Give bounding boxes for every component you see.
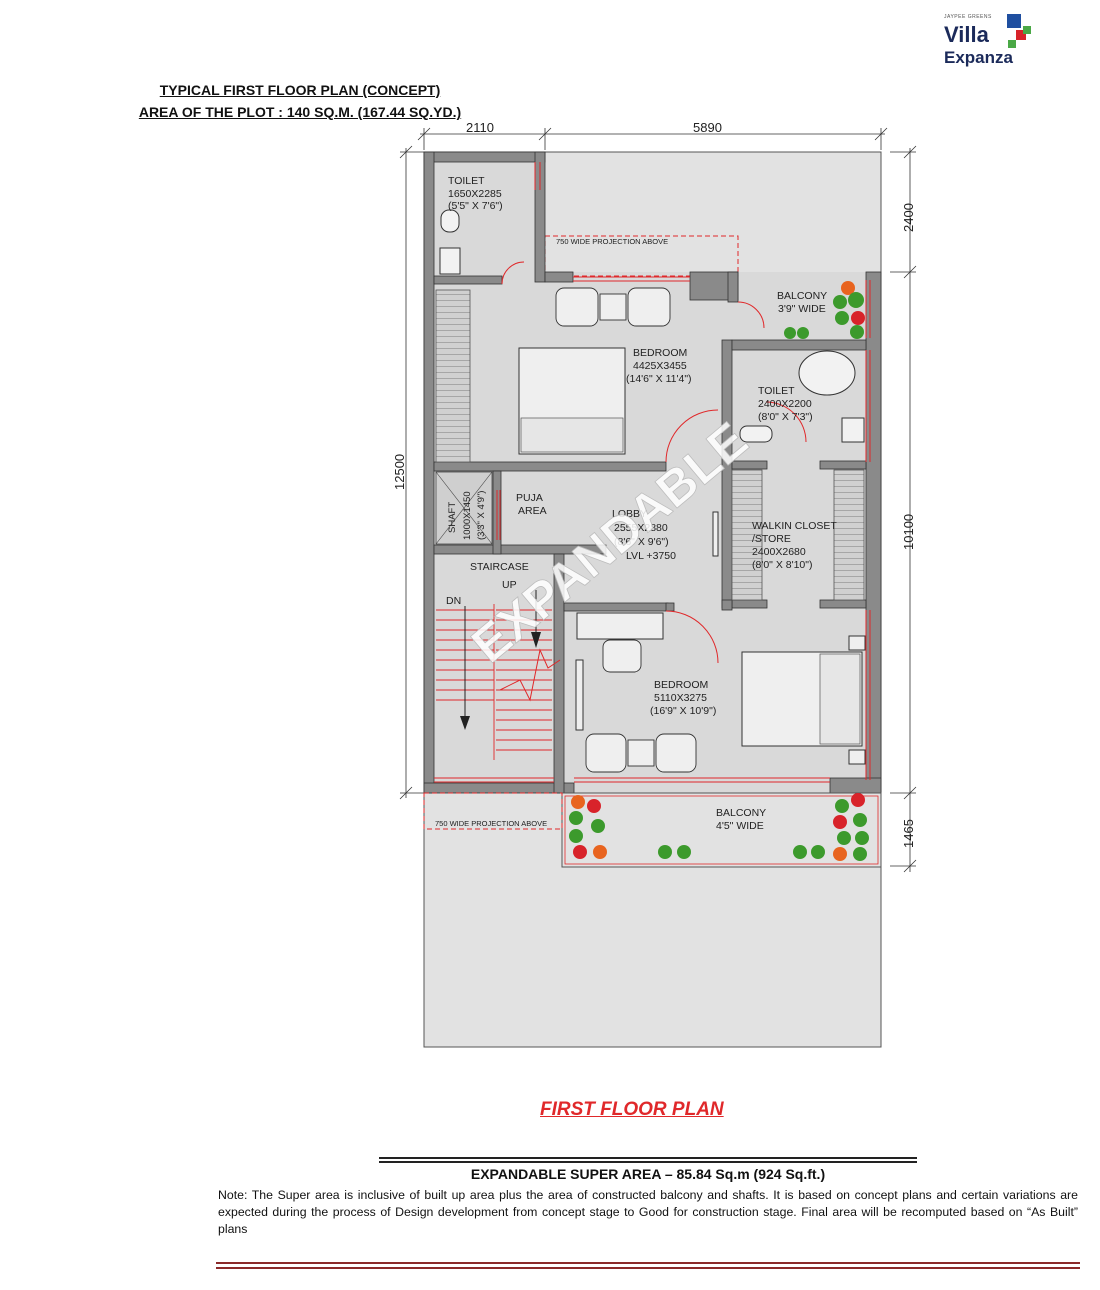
walkin-line2: /STORE xyxy=(752,533,791,545)
toilet2-name: TOILET xyxy=(758,385,795,397)
bedroom1-size: 4425X3455 xyxy=(633,360,687,372)
staircase-up: UP xyxy=(502,579,517,591)
balcony2-width: 4'5" WIDE xyxy=(716,820,764,832)
toilet1-imperial: (5'5" X 7'6") xyxy=(448,200,503,212)
bedroom2-name: BEDROOM xyxy=(654,679,708,691)
balcony1-width: 3'9" WIDE xyxy=(778,303,826,315)
walkin-imperial: (8'0" X 8'10") xyxy=(752,559,813,571)
tv-unit xyxy=(575,659,584,731)
bedroom1-imperial: (14'6" X 11'4") xyxy=(626,373,692,385)
staircase-dn: DN xyxy=(446,595,461,607)
window-lines xyxy=(434,162,871,783)
logo-tagline: JAYPEE GREENS xyxy=(944,14,992,20)
basin-toilet-1 xyxy=(439,247,461,275)
stair-break-line xyxy=(499,648,561,702)
bedroom1-name: BEDROOM xyxy=(633,347,687,359)
dim-right-top: 2400 xyxy=(901,203,916,232)
balcony2-name: BALCONY xyxy=(716,807,766,819)
logo-expanza: Expanza xyxy=(944,48,1013,67)
shaft-size: 1000X1450 xyxy=(462,491,473,540)
shaft-name: SHAFT xyxy=(447,502,458,533)
bathtub xyxy=(798,350,856,396)
toilet2-imperial: (8'0" X 7'3") xyxy=(758,411,813,423)
shaft-imperial: (3'3" X 4'9") xyxy=(476,491,487,540)
side-table-2 xyxy=(848,749,866,765)
lobby-rail xyxy=(712,511,719,557)
puja-line2: AREA xyxy=(518,505,547,517)
wardrobe-3 xyxy=(833,469,865,601)
bedroom2-imperial: (16'9" X 10'9") xyxy=(650,705,716,717)
logo-villa: Villa xyxy=(944,22,989,47)
lobby-level: LVL +3750 xyxy=(626,550,676,562)
lobby-imperial: (8'6" X 9'6") xyxy=(614,536,669,548)
projection-bottom-label: 750 WIDE PROJECTION ABOVE xyxy=(435,819,547,828)
bedroom2-chairs xyxy=(585,639,697,773)
super-area: EXPANDABLE SUPER AREA – 85.84 Sq.m (924 … xyxy=(470,1166,826,1182)
door-swings xyxy=(501,261,807,664)
wc-toilet-1 xyxy=(440,209,460,233)
divider-top-2 xyxy=(379,1161,917,1163)
dim-right-bottom: 1465 xyxy=(901,819,916,848)
dim-top-right: 5890 xyxy=(693,120,722,135)
lobby-size: 2555X2880 xyxy=(614,522,668,534)
projection-bottom xyxy=(423,792,563,830)
footer-line-2 xyxy=(216,1267,1080,1269)
dimension-left xyxy=(399,145,424,800)
wardrobe-2 xyxy=(731,469,763,601)
arrow-dn-icon xyxy=(460,716,470,730)
walkin-size: 2400X2680 xyxy=(752,546,806,558)
floor-plan-caption: FIRST FLOOR PLAN xyxy=(540,1099,724,1120)
side-table-1 xyxy=(848,635,866,651)
note-text: Note: The Super area is inclusive of bui… xyxy=(218,1188,1078,1236)
toilet1-size: 1650X2285 xyxy=(448,188,502,200)
toilet2-size: 2400X2200 xyxy=(758,398,812,410)
plants-icon xyxy=(569,281,869,861)
bedroom1-chairs xyxy=(555,287,671,327)
logo-squares-icon xyxy=(1003,14,1031,50)
floor-plan-drawing: 2110 5890 12500 2400 10100 1465 xyxy=(392,120,917,1048)
lobby-name: LOBBY xyxy=(612,508,647,520)
dim-left: 12500 xyxy=(392,454,407,490)
dresser xyxy=(576,612,664,640)
dimension-top xyxy=(417,127,888,150)
dim-right-mid: 10100 xyxy=(901,514,916,550)
wardrobe-1 xyxy=(435,289,471,463)
staircase-name: STAIRCASE xyxy=(470,561,529,573)
balcony1-name: BALCONY xyxy=(777,290,827,302)
wc-toilet-2 xyxy=(739,425,773,443)
plot-area-title: AREA OF THE PLOT : 140 SQ.M. (167.44 SQ.… xyxy=(138,104,462,120)
bedroom2-size: 5110X3275 xyxy=(654,692,707,704)
balcony-bottom xyxy=(561,792,882,868)
plan-title: TYPICAL FIRST FLOOR PLAN (CONCEPT) xyxy=(159,82,441,98)
toilet1-name: TOILET xyxy=(448,175,485,187)
projection-top-label: 750 WIDE PROJECTION ABOVE xyxy=(556,237,668,246)
footer-line-1 xyxy=(216,1262,1080,1264)
arrow-up-icon xyxy=(531,632,541,648)
divider-top xyxy=(379,1157,917,1159)
basin-toilet-2 xyxy=(841,417,865,443)
dim-top-left: 2110 xyxy=(466,120,494,135)
puja-line1: PUJA xyxy=(516,492,543,504)
walkin-line1: WALKIN CLOSET xyxy=(752,520,837,532)
dimension-right xyxy=(890,145,917,873)
projection-top xyxy=(544,235,739,277)
